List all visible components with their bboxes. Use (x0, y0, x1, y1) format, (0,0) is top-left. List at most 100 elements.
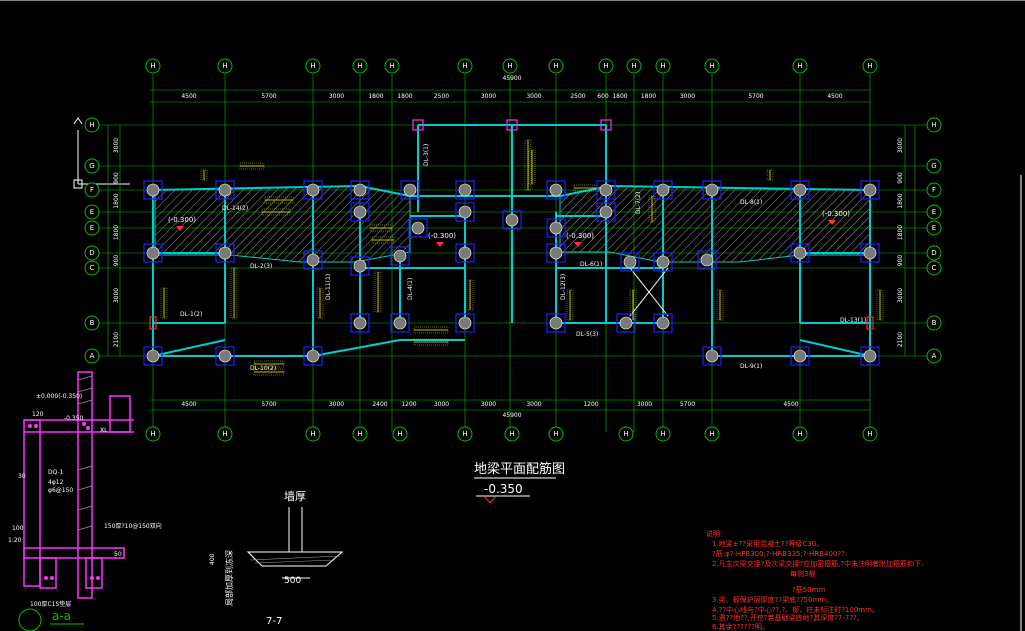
dimension-text: 3000 (897, 288, 904, 303)
axis-bubble-bottom: H (709, 430, 714, 438)
axis-bubble-top-circle (502, 58, 518, 74)
column-pile (146, 183, 160, 197)
beam-label: DL-2(3) (250, 263, 272, 270)
column (596, 180, 616, 200)
axis-bubble-top: H (631, 62, 636, 70)
column-pile (705, 183, 719, 197)
column-pile (863, 246, 877, 260)
rebar-text-block (253, 368, 285, 376)
drawing-elevation: -0.350 (484, 482, 523, 496)
column-pile (146, 349, 160, 363)
column (546, 180, 566, 200)
rebar-text-block (160, 287, 168, 319)
axis-bubble-left-circle (84, 260, 100, 276)
axis-bubble-top-circle (145, 58, 161, 74)
rebar-text-block (566, 289, 574, 321)
axis-bubble-right-circle (926, 204, 942, 220)
axis-bubble-top: H (150, 62, 155, 70)
dimension-text: 3000 (329, 401, 344, 408)
vertical-note: 局部加厚到冻深 (224, 550, 234, 606)
axis-bubble-right-circle (926, 158, 942, 174)
beam-label: DL-7(2) (635, 192, 642, 214)
svg-text:-0.350: -0.350 (64, 415, 84, 422)
column-pile (458, 316, 472, 330)
ucs-icon (73, 117, 130, 189)
dimension-text: 900 (113, 172, 120, 184)
column (546, 243, 566, 263)
column-top (412, 119, 424, 131)
svg-text:150厚?10@150双向: 150厚?10@150双向 (104, 522, 162, 530)
axis-bubble-left-circle (84, 117, 100, 133)
axis-bubble-bottom-circle (548, 426, 564, 442)
column (502, 210, 522, 230)
beam-label: DL-14(2) (222, 205, 248, 212)
axis-bubble-left: E (90, 208, 94, 216)
column (350, 313, 370, 333)
dimension-text: 1200 (583, 401, 598, 408)
beam-label: DL-5(3) (576, 331, 598, 338)
rebar-text-block (648, 195, 656, 223)
dimension-text: 900 (897, 255, 904, 267)
axis-bubble-left-circle (84, 245, 100, 261)
section-aa: ±0.000(-0.350) -0.350 120 DQ-1 4φ12 φ6@1… (8, 371, 162, 631)
column-pile (863, 349, 877, 363)
note-line: 每侧3根 (790, 569, 815, 578)
dimension-text: 3000 (637, 401, 652, 408)
note-line: 2.凡主次梁交接?及次梁交接?应加密箍筋,?中未注明者附加箍筋如下: (712, 559, 923, 568)
axis-bubble-top-circle (457, 58, 473, 74)
column (653, 180, 673, 200)
dimension-text: 3000 (680, 93, 695, 100)
column-pile (411, 221, 425, 235)
rebar-annotations (160, 139, 884, 376)
axis-bubble-top-circle (217, 58, 233, 74)
note-line: 4.??中心线与?中心??,?、板、柱未标注时?100mm。 (712, 605, 879, 614)
axis-bubble-bottom: H (509, 430, 514, 438)
axis-bubble-top: H (222, 62, 227, 70)
ground-beam (152, 339, 226, 357)
dimension-text: 1800 (368, 93, 383, 100)
wall-thickness-label: 墙厚 (284, 489, 306, 503)
dimension-text: 1200 (401, 401, 416, 408)
note-line: 3.梁、板保护层厚度??梁底??50mm。 (712, 595, 833, 604)
column (408, 218, 428, 238)
beam-label: DL-13(1) (840, 317, 866, 324)
column-pile (793, 246, 807, 260)
level-mark: (-0.300) (428, 232, 456, 240)
axis-bubble-right-circle (926, 315, 942, 331)
dimension-text: 1800 (113, 193, 120, 208)
axis-bubble-top: H (310, 62, 315, 70)
rebar-text-block (264, 196, 294, 204)
rebar-text-block (369, 224, 393, 232)
dimension-text: 4500 (783, 401, 798, 408)
notes-heading: 说明： (706, 529, 727, 538)
axis-bubble-bottom-circle (392, 426, 408, 442)
column (860, 180, 880, 200)
dimension-text: 5700 (261, 93, 276, 100)
rebar-text-block (261, 208, 291, 216)
column-pile (705, 349, 719, 363)
rebar-text-block (253, 360, 285, 368)
dimension-text: 3000 (526, 93, 541, 100)
section-aa-title: a-a (52, 609, 71, 623)
column-pile (656, 255, 670, 269)
rebar-text-block (528, 149, 536, 185)
axis-bubble-left-circle (84, 220, 100, 236)
ground-beam (359, 185, 411, 197)
column-pile (306, 183, 320, 197)
column (143, 180, 163, 200)
dimension-text: 1800 (897, 193, 904, 208)
column-pile (458, 246, 472, 260)
axis-bubble-top-circle (305, 58, 321, 74)
axis-bubble-top: H (357, 62, 362, 70)
svg-text:120: 120 (32, 411, 44, 418)
note-line: 5.遇??地??,开挖?若基础梁底地?其深度?7-7??。 (712, 613, 864, 622)
column-pile (218, 349, 232, 363)
note-line: 1.地梁±??采用混凝土??等级C30。 (712, 539, 823, 548)
axis-bubble-top: H (797, 62, 802, 70)
svg-text:50: 50 (114, 551, 122, 558)
